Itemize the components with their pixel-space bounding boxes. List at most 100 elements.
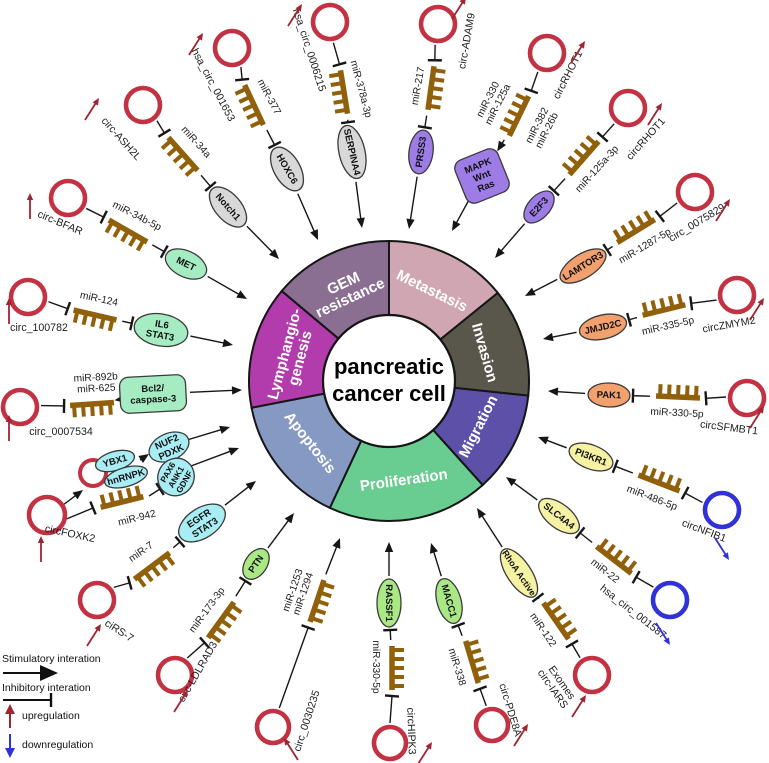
comb-tooth <box>573 148 586 160</box>
reg-arrow-line <box>571 698 585 718</box>
gene-RhoA Active: RhoA Active <box>499 548 539 598</box>
legend: Stimulatory interation Inhibitory intera… <box>2 653 101 758</box>
comb-tooth <box>150 564 161 577</box>
comb-tooth <box>657 471 666 484</box>
comb-tooth <box>322 582 335 590</box>
comb-tooth <box>693 385 699 398</box>
comb-tooth <box>166 145 179 157</box>
circrna-circle-circ-ASH2L <box>123 85 163 125</box>
comb-tooth <box>612 549 623 562</box>
comb-tooth <box>561 162 574 174</box>
link-line <box>635 576 654 588</box>
reg-arrowhead-icon <box>94 624 101 632</box>
arrowhead-icon <box>268 248 279 259</box>
mirna-label-circRHOT1-a-1: miR-382miR-26b <box>523 106 560 151</box>
gene-ellipse <box>242 547 270 581</box>
mirna-label-miR-942: miR-942 <box>117 508 157 528</box>
gene-label-line: PAK1 <box>596 389 622 401</box>
mirna-label-circZMYM2-0: miR-335-5p <box>641 315 696 338</box>
upregulation-arrow-icon <box>287 4 302 27</box>
comb-tooth <box>99 316 106 330</box>
gene-ellipse <box>408 129 434 175</box>
upregulation-arrow-icon <box>5 298 13 324</box>
comb-tooth <box>658 384 663 397</box>
mirna-label-ciRS-7-0: miR-7 <box>127 540 156 565</box>
comb-tooth <box>676 293 684 307</box>
comb-tooth <box>549 605 562 616</box>
reg-arrow-line <box>655 622 669 642</box>
mirna-label-circ-PDE8A-0-line: miR-338 <box>446 647 468 687</box>
comb-tooth <box>648 467 657 481</box>
circrna-circle-circ_0007534 <box>0 387 40 427</box>
comb-tooth <box>474 665 487 673</box>
arrowhead-icon <box>452 220 461 231</box>
comb-tooth <box>72 405 77 418</box>
link-line <box>189 389 235 394</box>
circrna-label-exomes-circ-IARS: Exomescirc-IARS <box>535 661 579 711</box>
link-line <box>389 695 393 724</box>
arrowhead-icon <box>506 477 517 487</box>
gene-ellipse <box>523 190 555 224</box>
link-line <box>615 465 634 474</box>
gene-ellipse <box>435 577 463 625</box>
reg-arrowhead-icon <box>26 193 34 200</box>
tbar-icon <box>547 185 560 197</box>
mirna-label-circ-PDE8A-0: miR-338 <box>446 647 468 687</box>
gene-label: RASSF1 <box>384 584 395 622</box>
tbar-icon <box>99 210 108 224</box>
comb-tooth <box>160 139 173 151</box>
gene-ellipse <box>269 146 305 192</box>
mirna-label-hsa_circ_0006215-0-line: miR-378a-3p <box>348 59 374 119</box>
comb-tooth <box>673 477 682 491</box>
upregulation-arrow-icon <box>5 415 13 441</box>
wheel-inner-circle <box>321 313 457 449</box>
reg-arrow-line <box>647 106 661 126</box>
tbar-icon <box>64 301 72 316</box>
link-line <box>555 390 586 395</box>
reg-arrow-line <box>173 693 187 713</box>
link-line <box>246 225 274 254</box>
comb-tooth <box>136 575 147 588</box>
link-line <box>455 199 470 225</box>
mirna-label-circRHOT1-b-0: miR-125a-3p <box>573 143 621 194</box>
gene-label: PRSS3 <box>413 136 428 168</box>
reg-arrow-line <box>451 0 465 20</box>
gene-Bcl2/-caspase-3: Bcl2/caspase-3 <box>118 374 188 414</box>
gene-ellipse <box>578 313 628 341</box>
spoke-links-circ_0030235 <box>278 538 341 709</box>
spoke-links-circ_100782 <box>48 301 233 348</box>
comb-tooth <box>544 597 557 608</box>
gene-NUF2-PDXK: NUF2PDXK <box>148 431 190 463</box>
comb-tooth <box>81 312 89 326</box>
link-line <box>531 278 558 293</box>
reg-arrowhead-icon <box>722 552 729 560</box>
circrna-circle-ciRS-7 <box>77 580 117 620</box>
comb-tooth <box>626 560 638 573</box>
upregulation-arrow-icon <box>37 536 45 562</box>
spoke-links-hsa_circ_0006215 <box>328 42 365 228</box>
reg-arrow-line <box>417 745 431 763</box>
wheel-layer: MetastasisInvasionMigrationProliferation… <box>248 239 530 522</box>
comb-tooth <box>333 98 346 105</box>
comb-tooth <box>334 107 348 114</box>
circrna-label-circZMYM2-line: circZMYM2 <box>702 314 757 335</box>
arrowhead-icon <box>310 229 318 240</box>
comb-tooth <box>157 559 169 572</box>
comb-tooth <box>430 86 444 92</box>
reg-arrowhead-icon <box>723 199 730 207</box>
arrowhead-icon <box>332 538 341 549</box>
comb-tooth <box>120 230 130 243</box>
comb-tooth <box>515 92 528 102</box>
circrna-label-circ_100782: circ_100782 <box>10 322 68 334</box>
comb-tooth <box>476 673 490 682</box>
gene-label-line: IL6 <box>154 318 169 331</box>
circrna-label-circFOXK2-line: circFOXK2 <box>44 523 97 545</box>
tbar-icon <box>157 128 172 138</box>
circrna-label-circ_0007534: circ_0007534 <box>29 426 93 438</box>
link-line <box>235 580 246 597</box>
